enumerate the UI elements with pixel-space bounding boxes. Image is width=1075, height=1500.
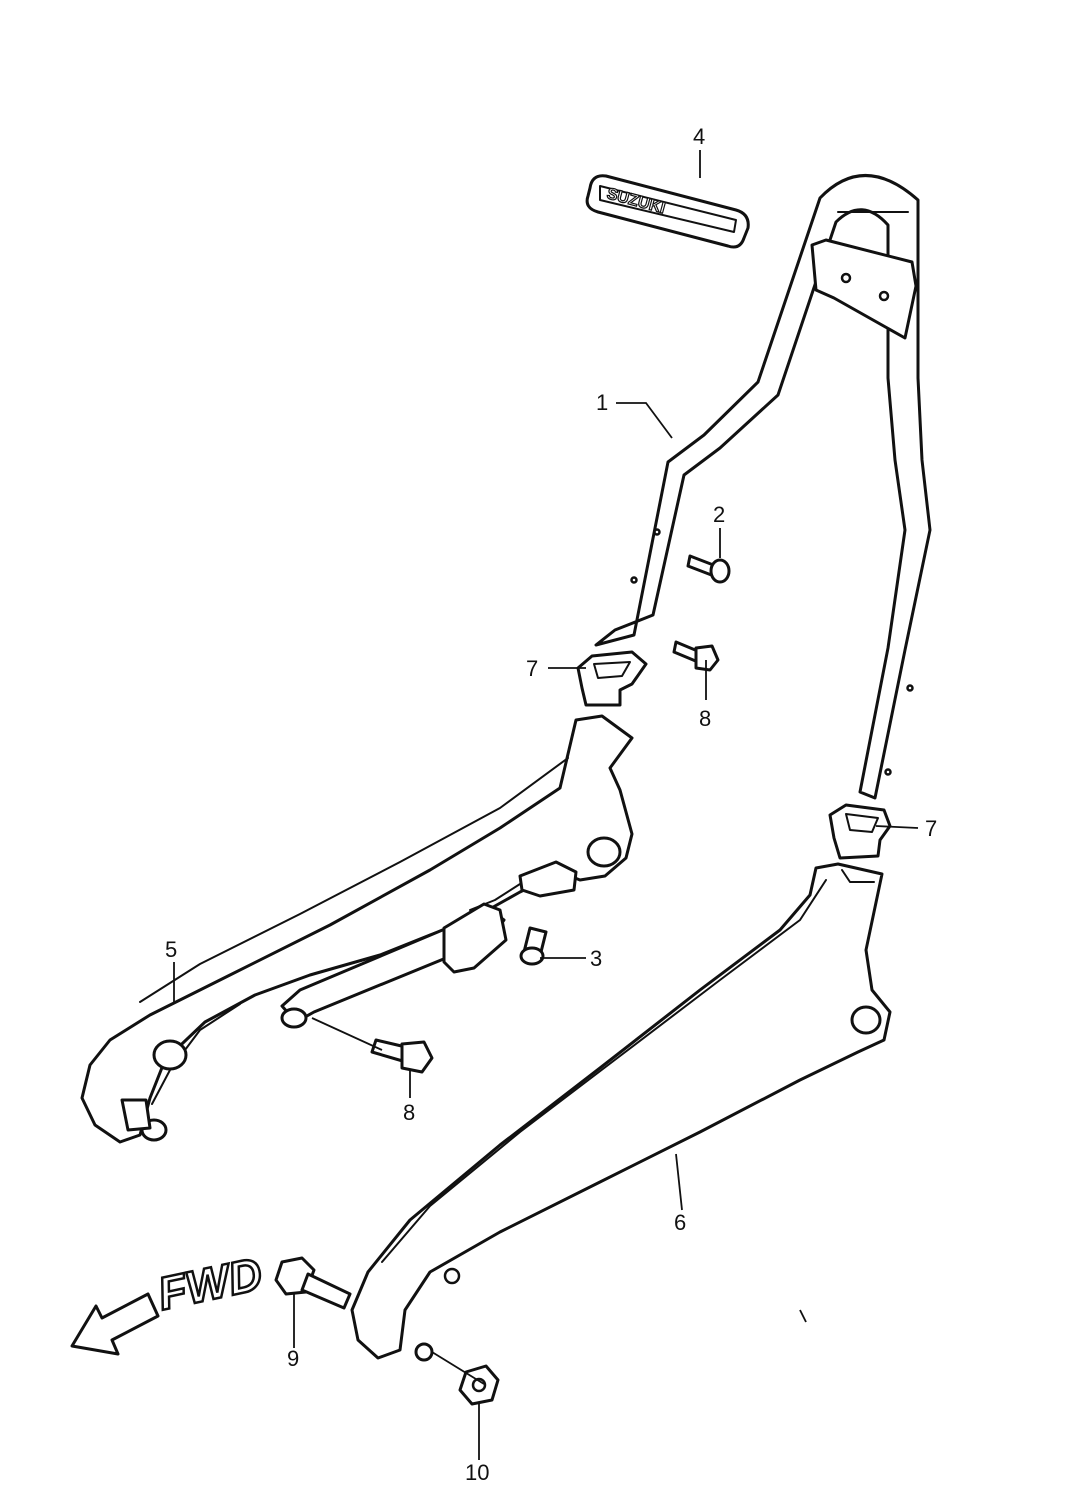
- right-bracket: [350, 862, 892, 1362]
- callout-8-lower: 8: [403, 1100, 415, 1125]
- bolt-8-upper: [672, 640, 720, 672]
- callout-6: 6: [674, 1210, 686, 1235]
- callout-3: 3: [590, 946, 602, 971]
- callout-2: 2: [713, 502, 725, 527]
- callout-9: 9: [287, 1346, 299, 1371]
- callout-8-upper: 8: [699, 706, 711, 731]
- fwd-label: FWD: [153, 1247, 266, 1320]
- callout-labels: 1 2 3 4 5 6 7 7 8 8 9 10: [165, 124, 937, 1485]
- bolt-8-lower: [370, 1038, 434, 1074]
- leader-lines: [173, 150, 919, 1460]
- callout-7-lower: 7: [925, 816, 937, 841]
- callout-10: 10: [465, 1460, 489, 1485]
- cushion-collar-upper: [576, 650, 648, 707]
- cushion-collar-lower: [828, 803, 892, 860]
- bolt-9: [274, 1256, 352, 1310]
- callout-7-upper: 7: [526, 656, 538, 681]
- suzuki-emblem: SUZUKI: [585, 174, 750, 249]
- bolt-2: [686, 554, 731, 584]
- backrest-frame: [594, 174, 932, 800]
- callout-5: 5: [165, 937, 177, 962]
- forward-arrow: FWD: [70, 1246, 268, 1356]
- callout-1: 1: [596, 390, 608, 415]
- callout-4: 4: [693, 124, 705, 149]
- left-bracket: [80, 714, 634, 1144]
- bolt-3: [519, 926, 548, 966]
